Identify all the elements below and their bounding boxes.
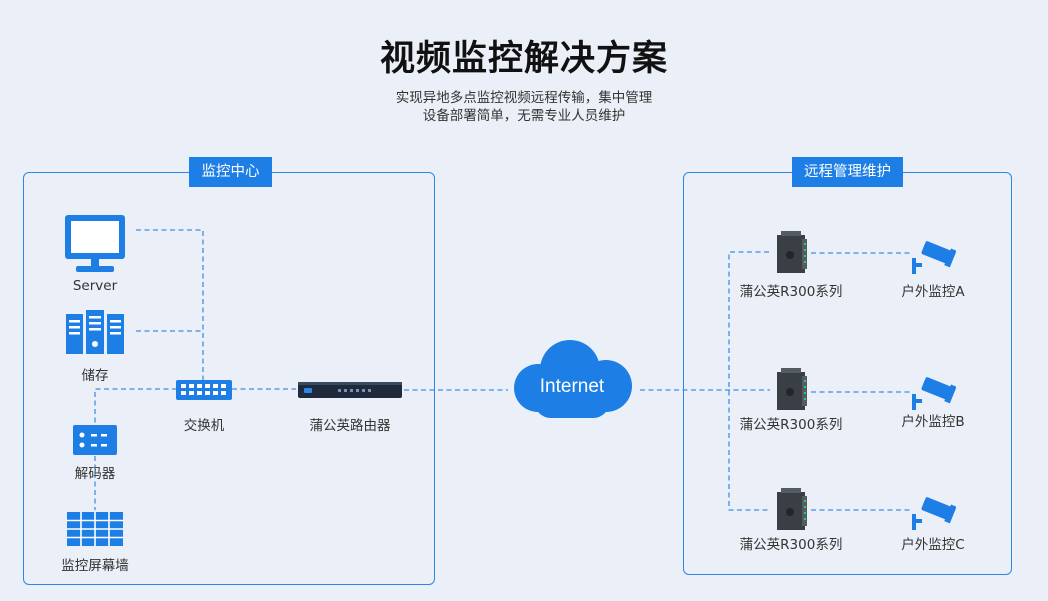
server-link-line <box>136 229 204 380</box>
subtitle-line-1: 实现异地多点监控视频远程传输，集中管理 <box>395 90 653 106</box>
r300-device-icon <box>777 231 807 273</box>
router-icon <box>298 382 402 398</box>
decoder-icon <box>73 425 117 455</box>
internet-label: Internet <box>539 376 605 397</box>
camera-icon <box>912 377 956 410</box>
camera-a-label: 户外监控A <box>901 284 965 300</box>
internet-cloud-icon <box>514 340 632 418</box>
storage-label: 储存 <box>81 368 109 384</box>
r300-device-icon <box>777 488 807 530</box>
monitoring-center-tab: 监控中心 <box>189 157 272 187</box>
r300-device-icon <box>777 368 807 410</box>
server-monitor-icon <box>65 215 125 272</box>
camera-b-label: 户外监控B <box>901 414 965 430</box>
page-title: 视频监控解决方案 <box>379 39 668 79</box>
switch-label: 交换机 <box>183 418 225 434</box>
subtitle-line-2: 设备部署简单，无需专业人员维护 <box>422 108 626 124</box>
camera-icon <box>912 497 956 530</box>
switch-icon <box>176 380 232 400</box>
decoder-label: 解码器 <box>74 466 116 482</box>
camera-c-label: 户外监控C <box>901 537 965 553</box>
router-label: 蒲公英路由器 <box>309 418 391 434</box>
device-c-label: 蒲公英R300系列 <box>739 537 843 553</box>
storage-server-icon <box>66 310 124 354</box>
decoder-link-line <box>94 388 177 424</box>
video-wall-icon <box>67 512 123 546</box>
camera-icon <box>912 241 956 274</box>
remote-maintenance-tab: 远程管理维护 <box>792 157 903 187</box>
server-label: Server <box>72 278 118 294</box>
device-b-label: 蒲公英R300系列 <box>739 417 843 433</box>
device-bus-line <box>728 251 770 511</box>
video-wall-label: 监控屏幕墙 <box>61 558 129 574</box>
device-a-label: 蒲公英R300系列 <box>739 284 843 300</box>
